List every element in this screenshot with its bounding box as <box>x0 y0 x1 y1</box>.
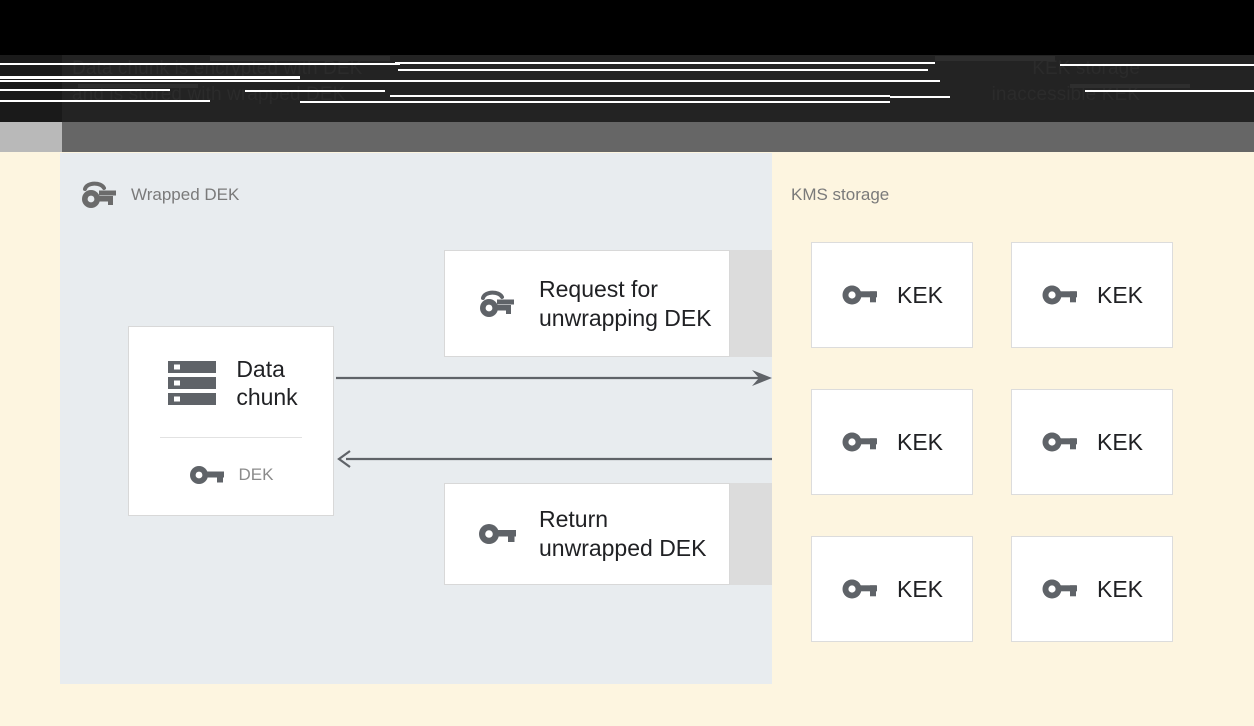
glitch-line <box>0 100 210 102</box>
kek-label: KEK <box>896 575 944 602</box>
data-chunk-label: Data chunk <box>236 356 298 410</box>
request-unwrap-label: Request for unwrapping DEK <box>539 275 712 331</box>
request-card-shadow <box>730 250 772 357</box>
dek-label: DEK <box>238 465 274 484</box>
return-card-shadow <box>730 483 772 585</box>
glitch-line <box>1060 64 1254 66</box>
request-arrow <box>336 370 776 386</box>
banner-black-band <box>0 0 1254 55</box>
caption-right: KEK storage inaccessible KEK <box>900 56 1140 108</box>
kms-storage-title: KMS storage <box>791 185 890 204</box>
kek-card[interactable]: KEK <box>1011 536 1173 642</box>
wrapped-key-icon <box>477 288 517 320</box>
kek-label: KEK <box>896 281 944 308</box>
card-divider <box>160 437 302 438</box>
wrapped-dek-title: Wrapped DEK <box>131 185 240 204</box>
caption-right-line1: KEK storage <box>1032 58 1140 79</box>
glitch-line <box>395 62 935 64</box>
glitch-block <box>210 56 390 61</box>
glitch-line <box>0 76 300 79</box>
key-icon <box>841 283 879 307</box>
glitch-line <box>0 80 640 82</box>
kek-card[interactable]: KEK <box>811 242 973 348</box>
return-unwrapped-card[interactable]: Return unwrapped DEK <box>444 483 730 585</box>
glitch-block <box>1070 84 1190 88</box>
storage-chunk-icon <box>164 357 220 409</box>
glitch-line <box>300 101 890 103</box>
request-unwrap-card[interactable]: Request for unwrapping DEK <box>444 250 730 357</box>
glitch-block <box>935 56 1055 61</box>
glitch-line <box>0 89 170 91</box>
glitch-line <box>640 80 940 82</box>
glitch-block <box>78 84 198 88</box>
key-icon <box>841 430 879 454</box>
key-icon <box>841 577 879 601</box>
banner-grey-left-edge <box>0 122 62 152</box>
key-icon <box>1041 577 1079 601</box>
kek-card[interactable]: KEK <box>811 536 973 642</box>
glitch-line <box>1085 90 1254 92</box>
kek-label: KEK <box>1096 281 1144 308</box>
key-icon <box>1041 430 1079 454</box>
kek-card[interactable]: KEK <box>1011 389 1173 495</box>
kek-grid: KEK KEK <box>811 242 1173 642</box>
response-arrow <box>336 450 776 468</box>
glitch-line <box>245 90 385 92</box>
return-unwrapped-label: Return unwrapped DEK <box>539 506 707 561</box>
banner-dark-band <box>0 55 1254 122</box>
kek-card[interactable]: KEK <box>811 389 973 495</box>
glitch-line <box>390 95 890 97</box>
banner-dark-left-edge <box>0 55 62 122</box>
kek-card[interactable]: KEK <box>1011 242 1173 348</box>
kek-label: KEK <box>896 428 944 455</box>
top-caption-banner: Data chunk is encrypted with DEK and is … <box>0 0 1254 152</box>
key-icon <box>1041 283 1079 307</box>
caption-right-line2: inaccessible KEK <box>991 84 1140 105</box>
banner-grey-band <box>0 122 1254 152</box>
glitch-line <box>398 69 928 71</box>
glitch-line <box>0 63 400 65</box>
key-icon <box>477 521 517 547</box>
kek-label: KEK <box>1096 575 1144 602</box>
data-chunk-card[interactable]: Data chunk DEK <box>128 326 334 516</box>
kek-label: KEK <box>1096 428 1144 455</box>
key-icon <box>189 464 225 486</box>
glitch-line <box>890 96 950 98</box>
wrapped-key-icon <box>79 179 119 211</box>
